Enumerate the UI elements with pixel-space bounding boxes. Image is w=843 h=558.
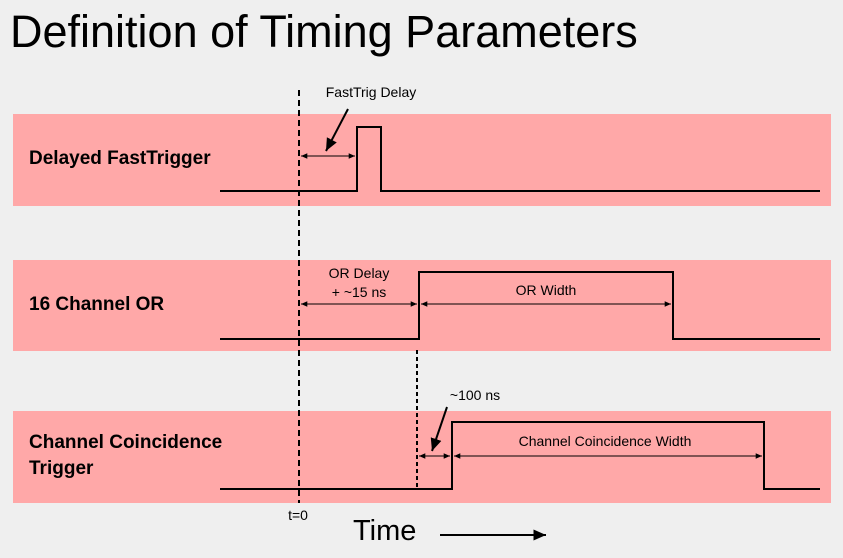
coincidence-width-label: Channel Coincidence Width	[519, 433, 692, 449]
or-width-label: OR Width	[516, 282, 577, 298]
or-delay-label-line-1: OR Delay	[329, 265, 390, 281]
fasttrig-delay-label: FastTrig Delay	[326, 84, 417, 100]
waveform-16-channel-or	[220, 271, 820, 340]
signal-label-delayed-fasttrigger: Delayed FastTrigger	[29, 148, 211, 169]
coincidence-delay-label: ~100 ns	[450, 387, 500, 403]
or-delay-label-line-2: + ~15 ns	[332, 284, 387, 300]
waveform-delayed-fasttrigger	[220, 126, 820, 192]
signal-label-channel-coincidence-trigger: Channel Coincidence Trigger	[29, 430, 222, 482]
page-title: Definition of Timing Parameters	[10, 6, 638, 57]
signal-label-line-1: Channel Coincidence	[29, 432, 223, 453]
fasttrig-delay-pointer	[325, 108, 349, 152]
signal-label-line-2: Trigger	[29, 458, 94, 479]
time-axis-label: Time	[353, 515, 417, 547]
coincidence-delay-pointer	[430, 406, 448, 452]
signal-label-16-channel-or: 16 Channel OR	[29, 294, 165, 315]
waveform-channel-coincidence-trigger	[220, 421, 820, 490]
t0-label: t=0	[288, 507, 308, 523]
